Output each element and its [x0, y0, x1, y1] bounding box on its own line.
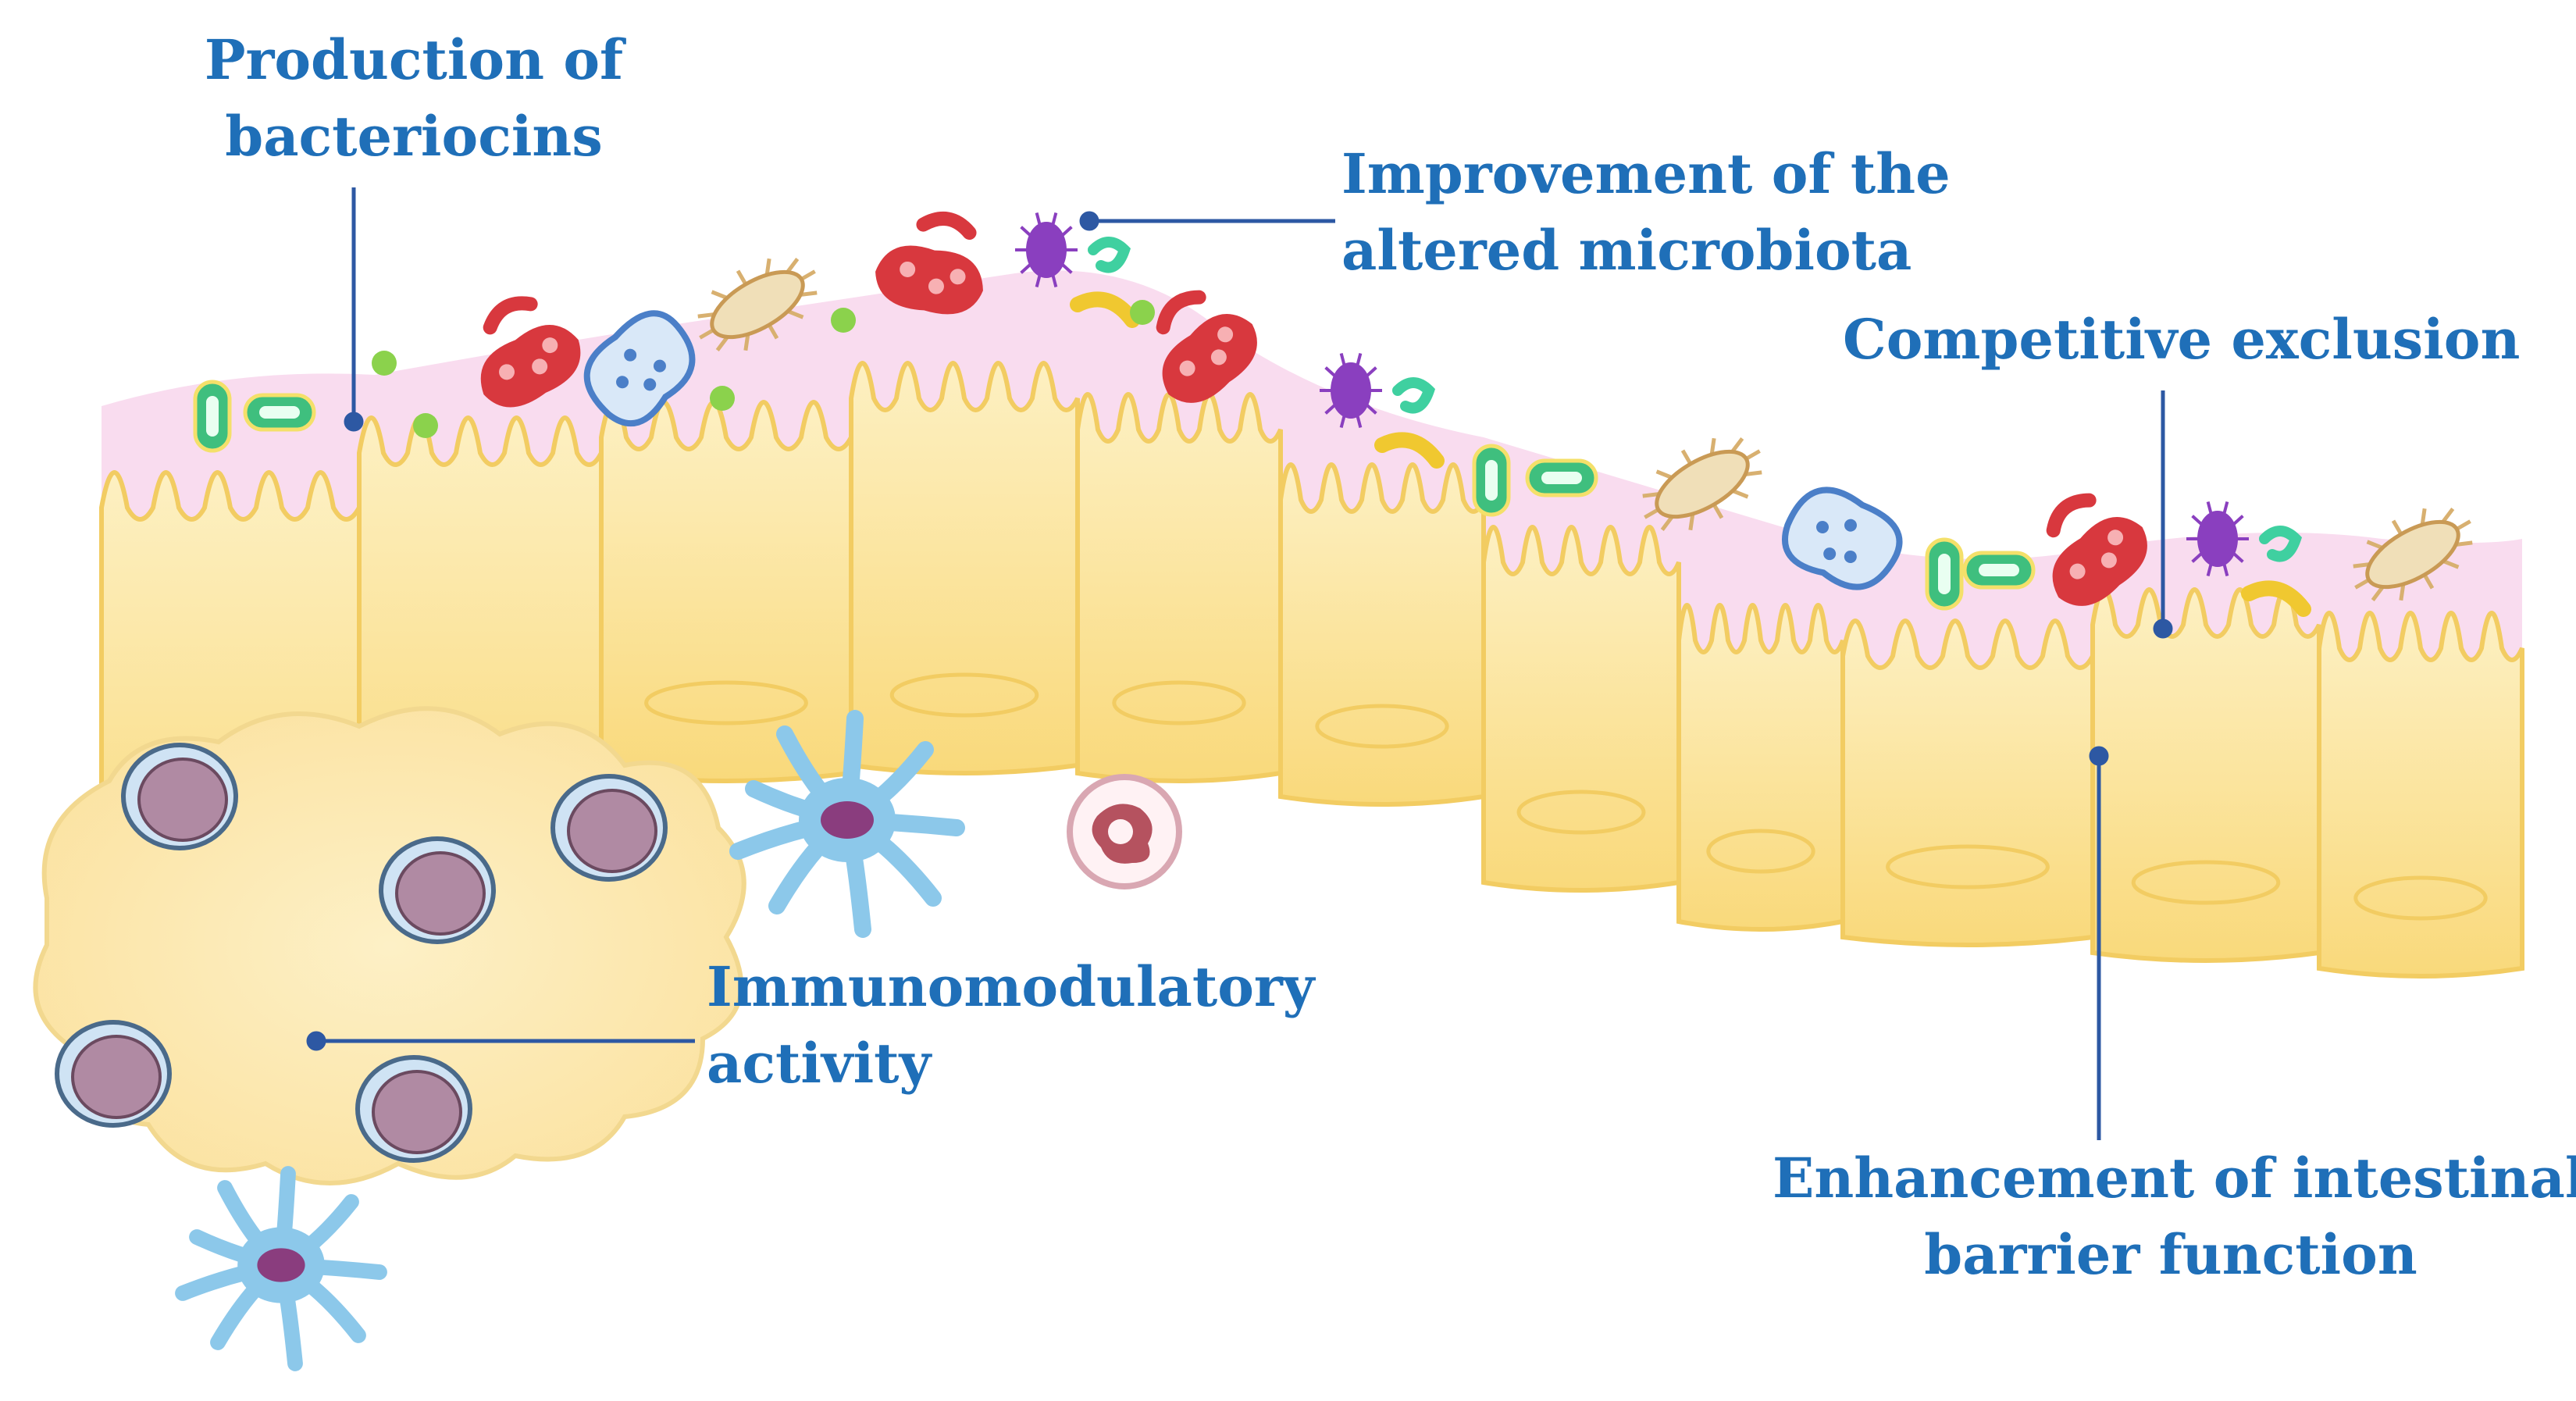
label-competitive-exclusion: Competitive exclusion	[1843, 307, 2521, 372]
flagellated-bacterium-icon	[480, 296, 581, 408]
dendritic-cell-icon	[729, 710, 965, 938]
leader-lines	[306, 187, 2173, 1140]
leader-dot-competitive	[2153, 619, 2173, 639]
rod-bacterium-icon	[1472, 444, 1511, 517]
epithelial-cell	[1676, 603, 1845, 932]
bacteriocin-dot-icon	[710, 386, 735, 411]
microbiota	[193, 212, 2473, 617]
flagellated-bacterium-icon	[875, 212, 983, 315]
immune-cell-icon	[355, 1055, 472, 1163]
mucus-layer	[102, 270, 2522, 718]
epithelial-cell	[2090, 587, 2321, 963]
flagellated-bacterium-icon	[697, 258, 818, 351]
flagellated-bacterium-icon	[2353, 508, 2473, 601]
epithelial-cell	[599, 400, 853, 783]
rod-bacterium-icon	[1925, 537, 1964, 611]
label-microbiota: Improvement of the altered microbiota	[1341, 141, 1951, 283]
spirillum-bacterium-icon	[1782, 487, 1903, 590]
bacteriocin-dot-icon	[413, 413, 438, 438]
immune-cell-icon	[379, 836, 496, 944]
epithelial-cell	[1075, 392, 1283, 783]
dendritic-cells	[175, 710, 965, 1371]
purple-bacterium-icon	[1015, 212, 1140, 328]
label-bacteriocins: Production of bacteriocins	[204, 27, 624, 169]
immune-cell-icon	[55, 1020, 172, 1128]
rod-bacterium-icon	[1525, 458, 1598, 497]
flagellated-bacterium-icon	[1642, 437, 1762, 531]
bacteriocin-dot-icon	[372, 351, 397, 376]
label-immunomodulatory: Immunomodulatory activity	[707, 954, 1315, 1096]
epithelial-cell	[1278, 462, 1486, 807]
leader-dot-immuno	[306, 1031, 326, 1051]
purple-bacterium-icon	[2186, 501, 2311, 617]
flagellated-bacterium-icon	[2046, 493, 2147, 606]
epithelial-cell	[1481, 525, 1681, 893]
rod-bacterium-icon	[243, 393, 316, 432]
rod-bacterium-icon	[1962, 551, 2036, 590]
immune-cell-icon	[550, 774, 668, 882]
leader-dot-bacteriocins	[344, 412, 364, 432]
epithelial-cells	[99, 361, 2524, 979]
immune-cell-icon	[121, 743, 238, 850]
leader-dot-barrier	[2089, 746, 2109, 766]
leader-dot-microbiota	[1079, 211, 1099, 231]
epithelial-cell	[1840, 619, 2095, 947]
flagellated-bacterium-icon	[1156, 290, 1257, 403]
dendritic-cell-icon	[175, 1166, 387, 1371]
bacteriocin-dot-icon	[831, 308, 856, 333]
immune-cells	[55, 743, 668, 1163]
label-barrier-function: Enhancement of intestinal barrier functi…	[1773, 1146, 2576, 1287]
rod-bacterium-icon	[193, 380, 232, 453]
spirillum-bacterium-icon	[583, 310, 696, 427]
epithelial-cell	[2317, 611, 2524, 979]
epithelial-cell	[849, 361, 1080, 775]
neutrophil-icon	[1067, 774, 1182, 889]
purple-bacterium-icon	[1320, 352, 1445, 469]
bacteriocin-dot-icon	[1130, 300, 1155, 325]
